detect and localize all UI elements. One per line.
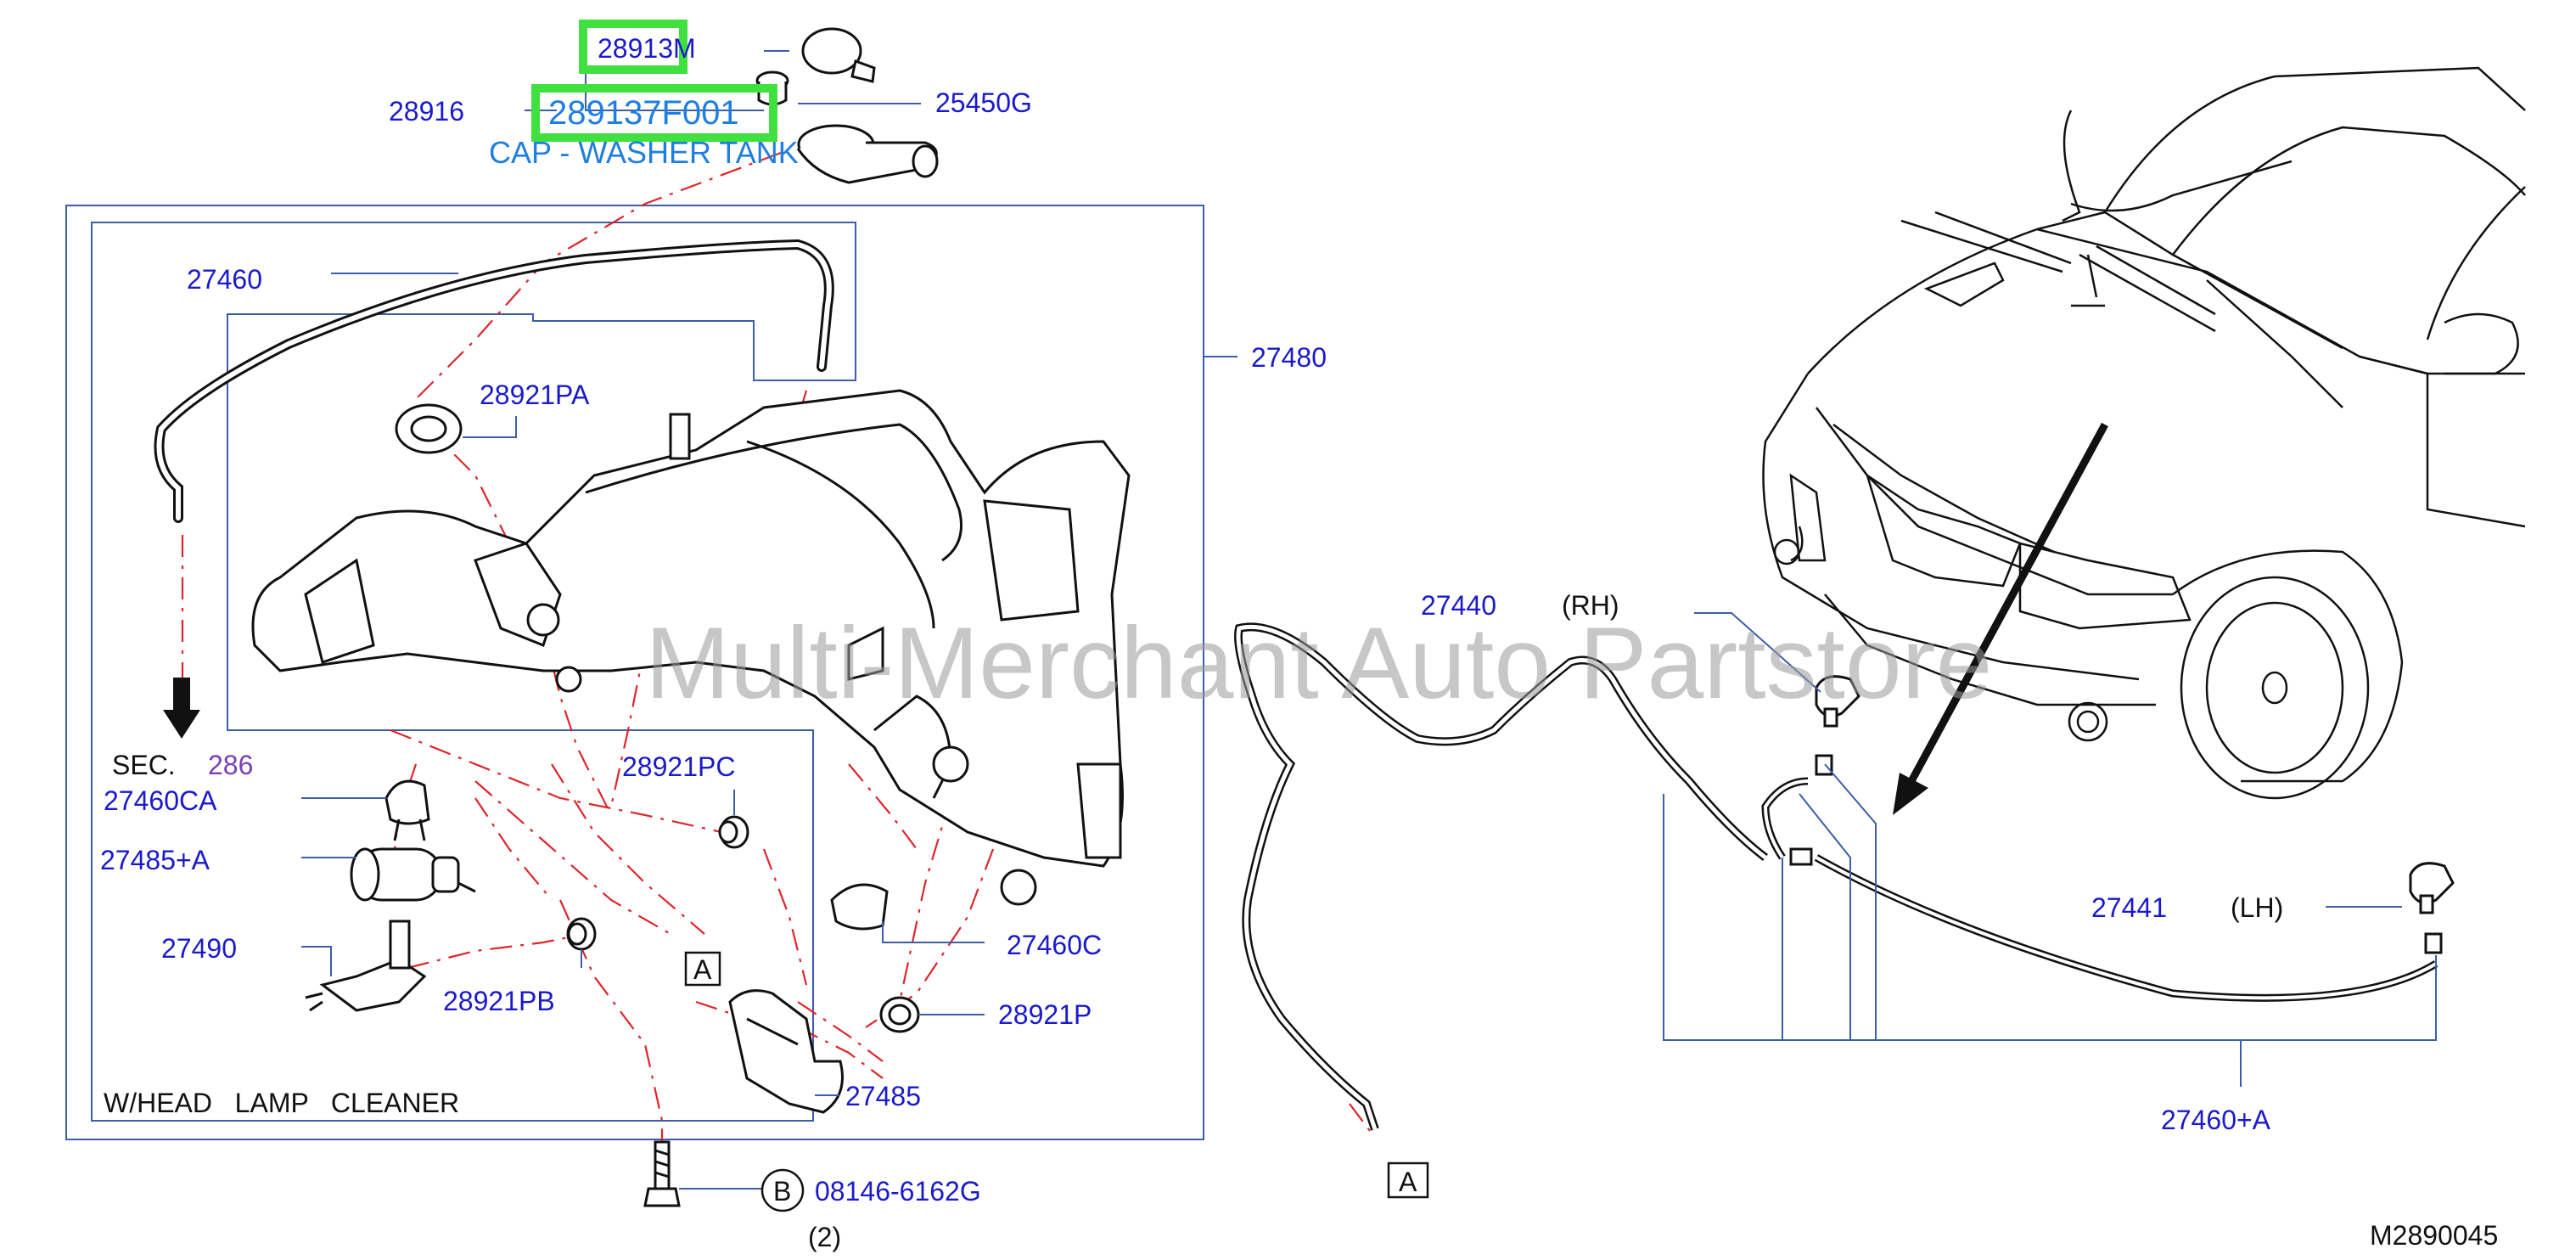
label-28921P: 28921P xyxy=(998,999,1092,1030)
label-head-lamp-cleaner: W/HEAD LAMP CLEANER xyxy=(104,1088,459,1118)
ref-box-a-label: A xyxy=(693,954,712,985)
label-lh: (LH) xyxy=(2231,892,2283,923)
label-28921PB: 28921PB xyxy=(443,986,555,1016)
sec-arrow xyxy=(163,678,200,739)
ref-box-a-right-label: A xyxy=(1399,1167,1417,1197)
nozzle-27441 xyxy=(2409,862,2455,914)
label-27460C: 27460C xyxy=(1007,930,1102,960)
label-sec-number: 286 xyxy=(208,750,253,780)
grommet-28921P xyxy=(879,996,920,1033)
label-289137F001: 289137F001 xyxy=(548,94,739,132)
ref-box-a xyxy=(684,951,721,987)
label-08146-6162G: 08146-6162G xyxy=(815,1176,981,1207)
watermark: Multi-Merchant Auto Partstore xyxy=(645,606,1992,720)
label-25450G: 25450G xyxy=(935,87,1032,118)
grommet-28921PA xyxy=(395,403,463,454)
label-qty-2: (2) xyxy=(808,1222,841,1252)
clamp-27460CA xyxy=(384,779,430,841)
hose-joints xyxy=(1789,754,2443,954)
label-27440: 27440 xyxy=(1421,590,1496,621)
ref-box-a-right xyxy=(1387,1162,1429,1199)
label-27480: 27480 xyxy=(1251,342,1327,373)
label-27441: 27441 xyxy=(2091,892,2167,923)
location-arrow xyxy=(1893,422,2108,815)
label-28921PC: 28921PC xyxy=(622,751,735,782)
leader-lines-left xyxy=(301,38,1237,1190)
sensor-27490 xyxy=(305,920,427,1012)
label-27460: 27460 xyxy=(187,264,262,295)
clamp-27460C xyxy=(830,883,889,931)
highlight-289137F001 xyxy=(531,84,777,142)
leader-lines-right xyxy=(1663,612,2437,1087)
nozzle-27440 xyxy=(1815,675,1860,728)
label-rh: (RH) xyxy=(1562,590,1619,621)
label-cap-washer-tank: CAP - WASHER TANK xyxy=(489,135,799,170)
truck-illustration xyxy=(1762,66,2526,800)
head-lamp-cleaner-frame xyxy=(91,222,856,1122)
label-28921PA: 28921PA xyxy=(480,380,590,410)
pump-27485 xyxy=(728,989,844,1114)
label-sec: SEC. xyxy=(112,750,176,780)
label-27460CA: 27460CA xyxy=(104,785,217,816)
grommet-28921PC xyxy=(718,815,749,849)
grommet-28921PB xyxy=(566,917,597,951)
label-27490: 27490 xyxy=(161,933,237,964)
hose-27460A-lower xyxy=(1814,854,2439,1002)
label-27485: 27485 xyxy=(845,1081,921,1111)
washer-tank-body xyxy=(251,389,1131,906)
label-28916: 28916 xyxy=(389,96,464,127)
bolt-08146 xyxy=(643,1140,681,1207)
label-27485A: 27485+A xyxy=(100,845,210,875)
highlight-28913M xyxy=(579,20,687,74)
label-27460A: 27460+A xyxy=(2161,1105,2271,1135)
washer-tank-frame xyxy=(65,205,1204,1140)
label-28913M: 28913M xyxy=(598,33,696,64)
motor-27485A xyxy=(350,847,476,902)
ref-circle-b-label: B xyxy=(773,1176,791,1207)
diagram-code: M2890045 xyxy=(2370,1220,2498,1251)
ref-circle-b xyxy=(760,1168,805,1212)
